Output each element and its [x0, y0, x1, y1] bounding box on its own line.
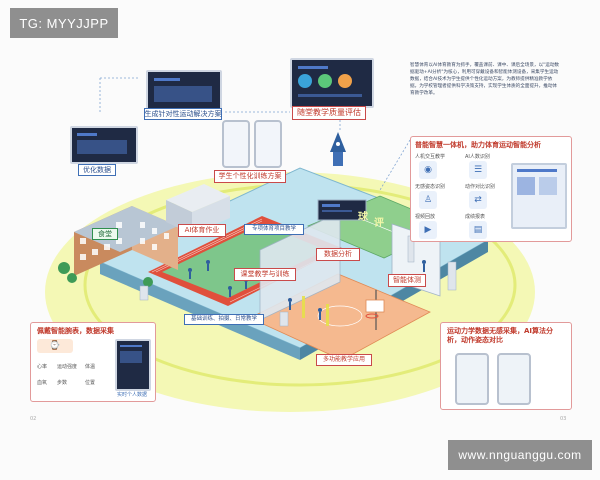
- ai-item-0: 人机交互教学: [415, 154, 446, 160]
- wear-item-4: 步数: [57, 380, 68, 386]
- wearable-panel: 佩戴智能腕表，数据采集 ⌚ 心率 运动强度 体温 血氧 步数 位置 实时个人数据: [30, 322, 156, 402]
- wear-item-3: 血氧: [37, 380, 48, 386]
- ai-item-3: 动作对比识别: [465, 184, 496, 190]
- label-canteen: 食堂: [92, 228, 118, 240]
- posture-icon: ♙: [419, 191, 437, 209]
- optimize-monitor: [70, 126, 138, 164]
- ai-analysis-screen: [511, 163, 567, 229]
- phone-left: [222, 120, 250, 168]
- motion-title: 运动力学数据无感采集，AI算法分析，动作姿态对比: [447, 327, 554, 344]
- label-basic-training: 基础训练、拍摄、日常教学: [184, 314, 264, 325]
- report-icon: ▤: [469, 221, 487, 239]
- solution-monitor: [146, 70, 222, 112]
- label-solution: 生成针对性运动解决方案: [144, 108, 222, 120]
- watermark-bottom: www.nnguanggu.com: [448, 440, 592, 470]
- label-ai-homework: AI体育作业: [178, 224, 226, 237]
- wearable-footer: 实时个人数据: [117, 392, 148, 398]
- watch-icon: ⌚: [37, 339, 73, 353]
- ai-analysis-panel: 普能智慧一体机，助力体育运动智能分析 ◉ 人机交互教学 ☰ AI人数识别 ♙ 无…: [410, 136, 572, 242]
- phone-right: [254, 120, 282, 168]
- page-number-right: 03: [560, 416, 567, 422]
- count-icon: ☰: [469, 161, 487, 179]
- ai-item-2: 无感姿态识别: [415, 184, 446, 190]
- wearable-title: 佩戴智能腕表，数据采集: [37, 327, 114, 335]
- ai-item-5: 成绩报表: [465, 214, 486, 220]
- label-smart-test: 智能体测: [388, 274, 426, 287]
- motion-panel: 运动力学数据无感采集，AI算法分析，动作姿态对比: [440, 322, 572, 410]
- label-personal-training: 学生个性化训练方案: [214, 170, 286, 183]
- intro-paragraph: 智慧体育以AI体育教育为抓手，覆盖课前、课中、课后全场景，以"运动数据驱动+AI…: [410, 63, 560, 96]
- label-classroom: 课堂教学与训练: [234, 268, 296, 281]
- label-optimize-data: 优化数据: [78, 164, 116, 176]
- wearable-screen: [115, 339, 151, 391]
- wear-item-5: 位置: [85, 380, 96, 386]
- wear-item-1: 运动强度: [57, 364, 78, 370]
- teaching-icon: ◉: [419, 161, 437, 179]
- wear-item-0: 心率: [37, 364, 48, 370]
- wear-item-2: 体温: [85, 364, 96, 370]
- label-expert-guide: 专项体育项目教学: [244, 224, 304, 235]
- page-number-left: 02: [30, 416, 37, 422]
- label-quality-eval: 随堂教学质量评估: [292, 106, 366, 120]
- ai-analysis-title: 普能智慧一体机，助力体育运动智能分析: [415, 141, 541, 149]
- ai-item-4: 视频回放: [415, 214, 436, 220]
- label-multi-teaching: 多功能教学应用: [316, 354, 372, 366]
- label-data-analysis: 数据分析: [316, 248, 360, 261]
- compare-icon: ⇄: [469, 191, 487, 209]
- motion-frame-left: [455, 353, 489, 405]
- data-dashboard-monitor: [290, 58, 374, 108]
- label-ball: 球: [358, 212, 368, 223]
- motion-frame-right: [497, 353, 531, 405]
- watermark-top: TG: MYYJJPP: [10, 8, 118, 38]
- replay-icon: ▶: [419, 221, 437, 239]
- ai-item-1: AI人数识别: [465, 154, 490, 160]
- label-review: 评: [374, 218, 384, 229]
